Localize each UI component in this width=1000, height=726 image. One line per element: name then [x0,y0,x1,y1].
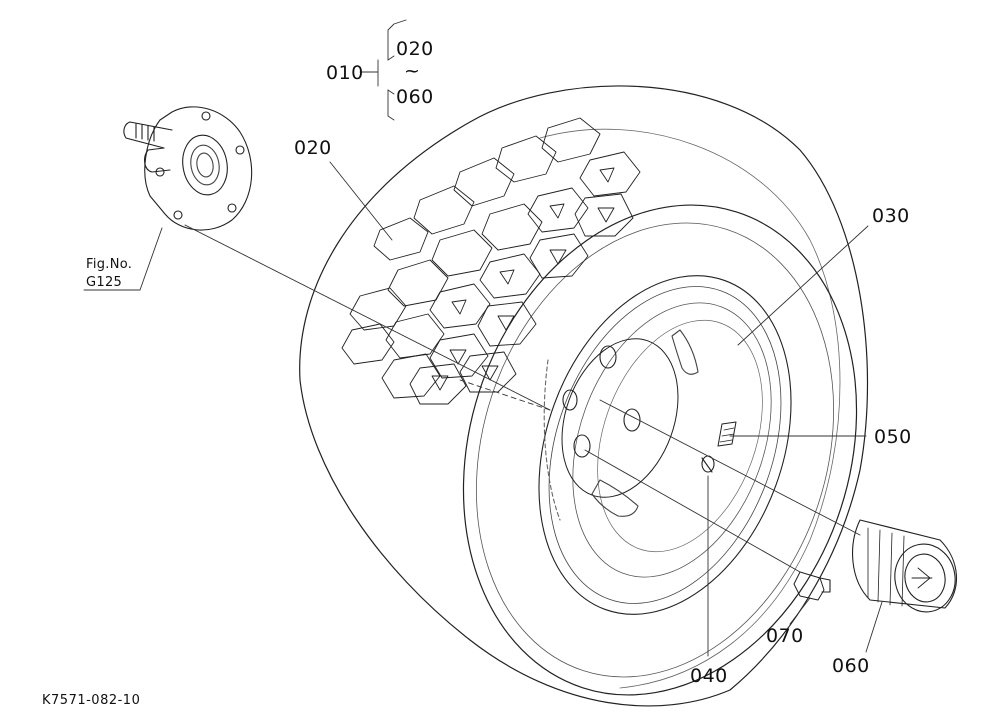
callout-060-hub-cap: 060 [832,655,870,677]
callout-030-rim: 030 [872,205,910,227]
callout-range-separator: ~ [404,60,421,82]
fig-reference-label: Fig.No. [86,257,133,272]
hub-cap-part [852,519,957,613]
callout-050-sticker: 050 [874,426,912,448]
callout-010-assembly: 010 [326,62,364,84]
callout-range-end: 060 [396,86,434,108]
drawing-code: K7571-082-10 [42,693,141,708]
callout-040-valve: 040 [690,665,728,687]
callout-070-bolt: 070 [766,625,804,647]
tire-part [299,85,869,707]
callout-020-tire: 020 [294,137,332,159]
rim-part [538,275,792,615]
hub-part [123,106,253,231]
fig-reference-number: G125 [86,275,123,290]
callout-range-start: 020 [396,38,434,60]
leader-lines [83,19,883,657]
wheel-bolt-part [793,571,831,601]
